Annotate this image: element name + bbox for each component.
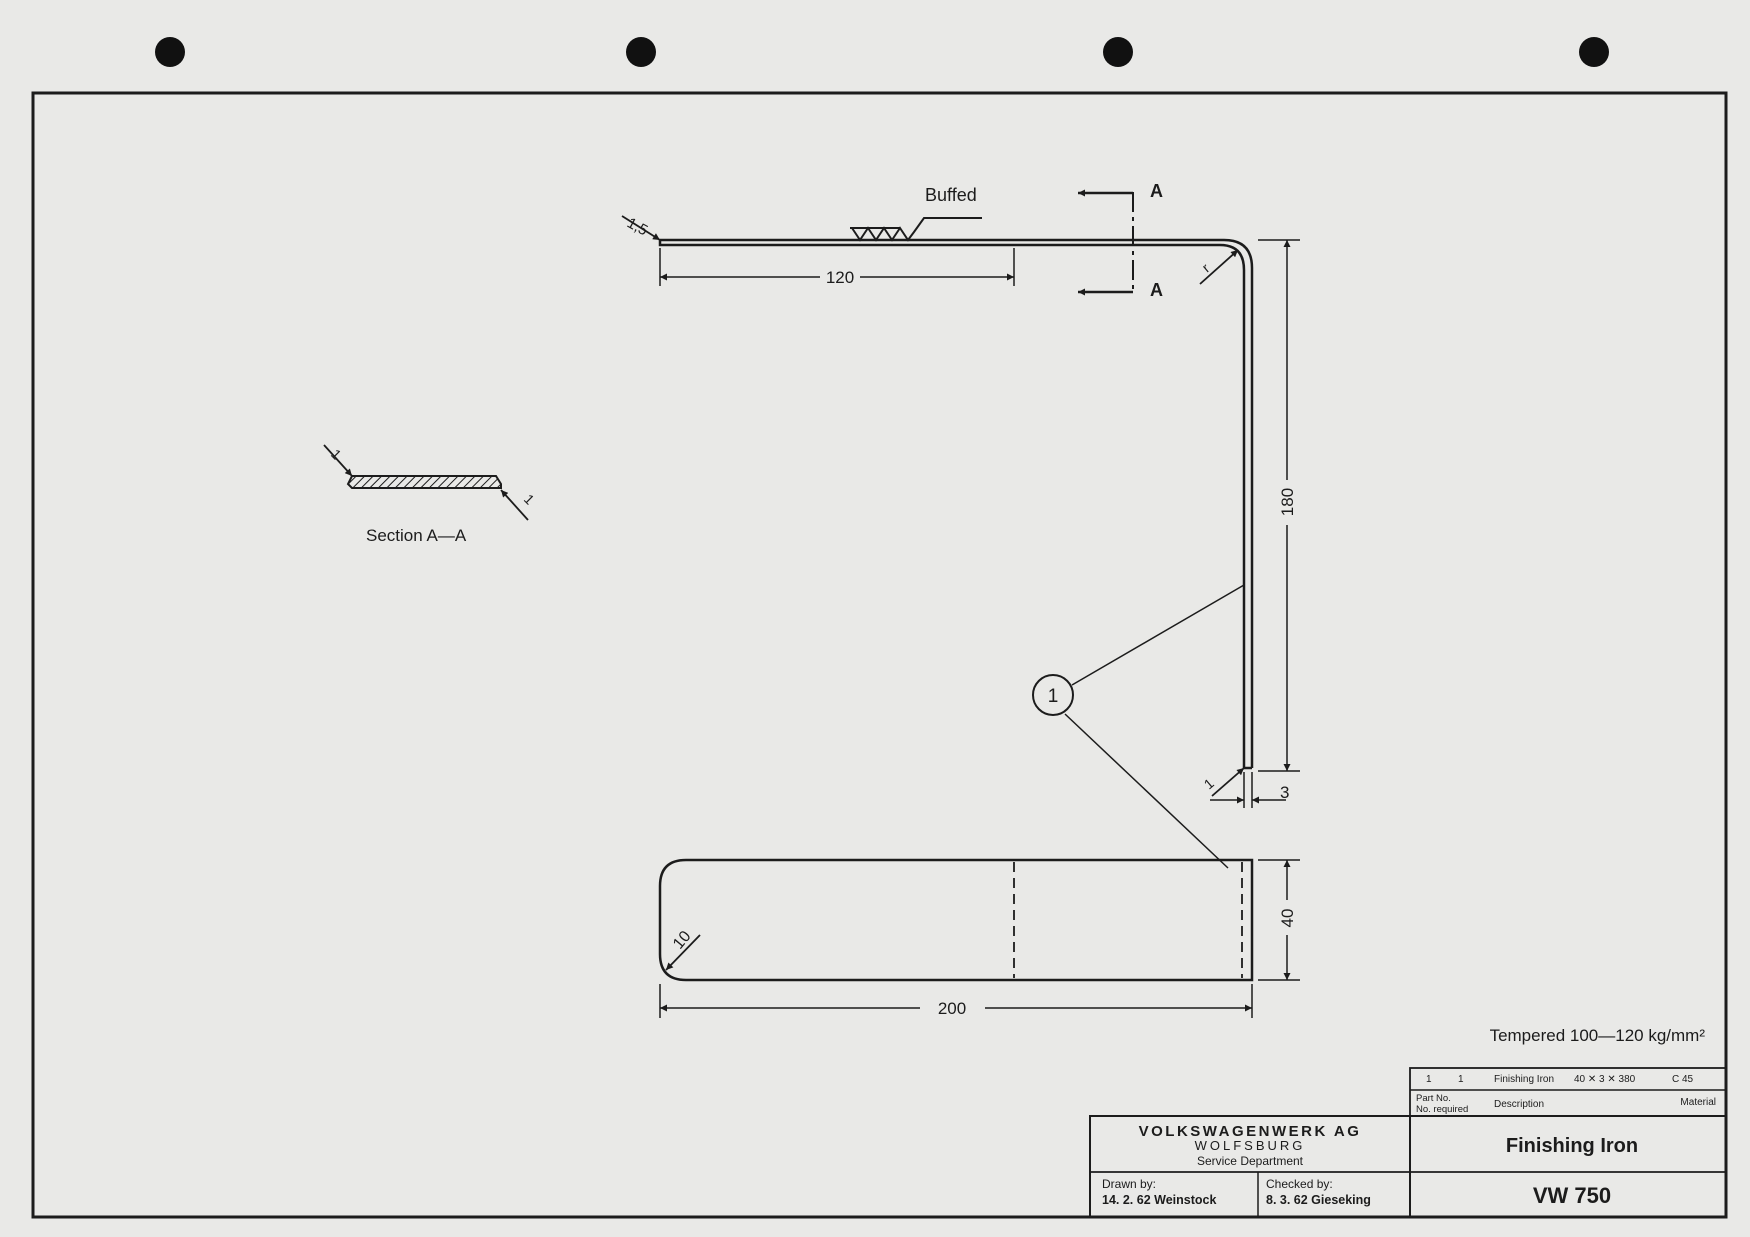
part-callout: 1 [1032, 584, 1245, 869]
header-no-required: No. required [1416, 1104, 1468, 1115]
section-hatched-profile [346, 475, 502, 489]
header-part-no: Part No. [1416, 1093, 1451, 1104]
punch-holes [155, 37, 1609, 67]
drawing-title: Finishing Iron [1506, 1135, 1638, 1157]
section-detail: 1 1 Section A—A [323, 444, 538, 545]
parts-row-part-no: 1 [1426, 1074, 1432, 1085]
part-callout-number: 1 [1048, 686, 1059, 707]
part-balloon [1032, 674, 1074, 716]
dimension-200-value: 200 [938, 999, 966, 1018]
section-marker-bottom: A [1150, 280, 1163, 300]
punch-hole-icon [1103, 37, 1133, 67]
punch-hole-icon [626, 37, 656, 67]
company-dept: Service Department [1197, 1154, 1304, 1168]
dimension-3: 3 [1210, 772, 1289, 808]
punch-hole-icon [1579, 37, 1609, 67]
drawn-by-value: 14. 2. 62 Weinstock [1102, 1193, 1216, 1207]
section-marker-top: A [1150, 181, 1163, 201]
checked-by-value: 8. 3. 62 Gieseking [1266, 1193, 1371, 1207]
blank-outline [658, 858, 1254, 982]
dimension-200: 200 [659, 984, 1253, 1018]
parts-row-material: C 45 [1672, 1074, 1694, 1085]
dimension-120: 120 [659, 248, 1015, 287]
strip-inner-edge [658, 240, 1252, 770]
drawn-by-label: Drawn by: [1102, 1177, 1156, 1191]
buffed-symbol: Buffed [850, 185, 982, 242]
material-note: Tempered 100—120 kg/mm² [1490, 1026, 1706, 1045]
dimension-120-value: 120 [826, 268, 854, 287]
section-cut-marker: A A [1078, 181, 1163, 300]
drawing-number: VW 750 [1533, 1183, 1611, 1208]
dimension-180: 180 [1258, 239, 1300, 772]
company-city: WOLFSBURG [1195, 1138, 1306, 1153]
dimension-40: 40 [1258, 859, 1300, 981]
dimension-40-value: 40 [1278, 909, 1297, 928]
company-name: VOLKSWAGENWERK AG [1139, 1123, 1362, 1140]
part-side-view [658, 238, 1254, 770]
checked-by-label: Checked by: [1266, 1177, 1333, 1191]
header-description: Description [1494, 1099, 1544, 1110]
dimension-180-value: 180 [1278, 488, 1297, 516]
title-block-frame [1089, 1115, 1727, 1218]
buffed-label: Buffed [925, 185, 977, 205]
drawing-border [31, 91, 1728, 1219]
parts-row-description: Finishing Iron [1494, 1074, 1554, 1085]
strip-outer-edge [660, 238, 1254, 768]
section-label: Section A—A [366, 526, 467, 545]
part-blank-view [658, 858, 1254, 982]
parts-row-qty: 1 [1458, 1074, 1464, 1085]
header-material: Material [1680, 1097, 1716, 1108]
punch-hole-icon [155, 37, 185, 67]
parts-row-size: 40 ✕ 3 ✕ 380 [1574, 1074, 1636, 1085]
surface-finish-icon [851, 217, 982, 242]
title-block: 1 1 Finishing Iron 40 ✕ 3 ✕ 380 C 45 Par… [1089, 1067, 1727, 1218]
dimension-3-value: 3 [1280, 783, 1289, 802]
